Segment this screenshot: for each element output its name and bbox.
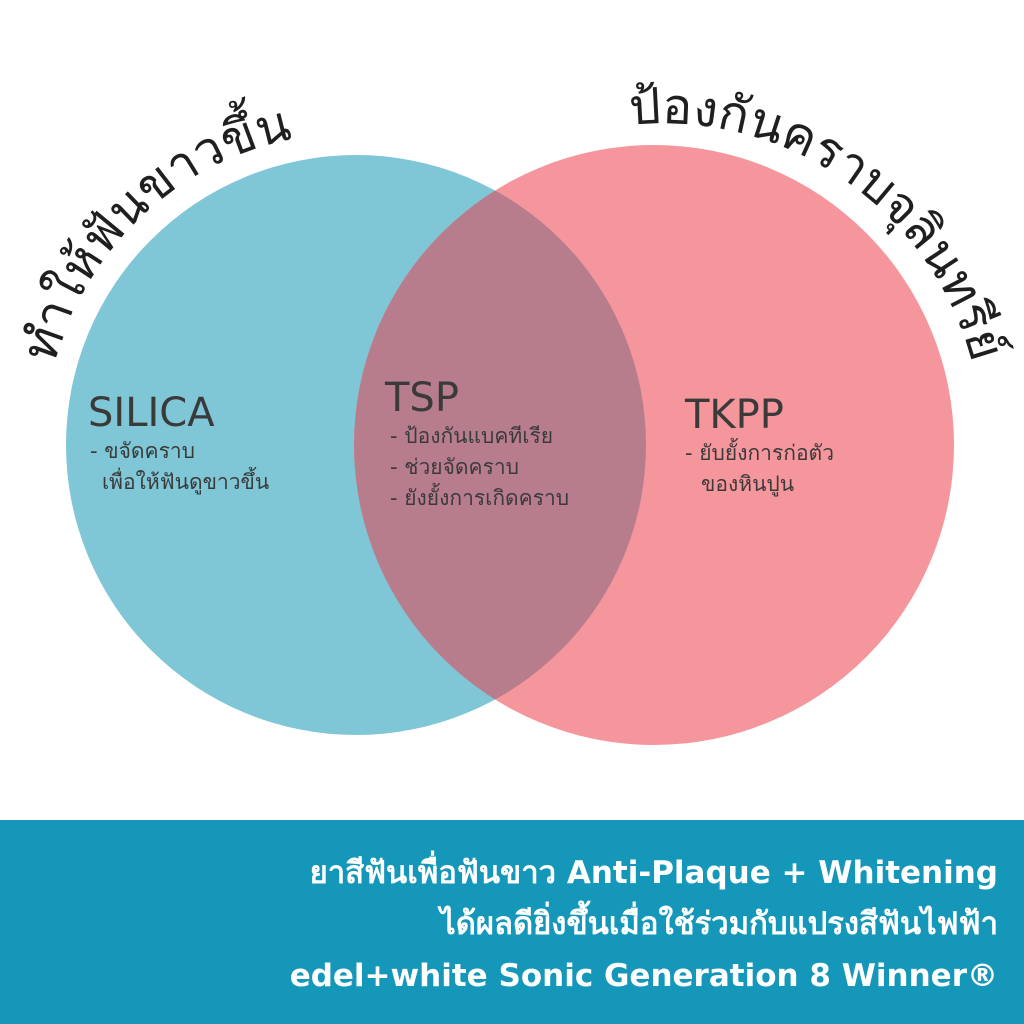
venn-diagram: ทำให้ฟันขาวขึ้น ป้องกันคราบจุลินทรีย์ bbox=[10, 77, 1017, 745]
tsp-block: TSP - ป้องกันแบคทีเรีย - ช่วยจัดคราบ - ย… bbox=[385, 375, 569, 514]
banner-line-3: edel+white Sonic Generation 8 Winner® bbox=[289, 958, 998, 994]
silica-title: SILICA bbox=[88, 390, 215, 436]
silica-line-1: - ขจัดคราบ bbox=[90, 439, 195, 463]
tsp-line-3: - ยังยั้งการเกิดคราบ bbox=[390, 486, 570, 510]
promo-banner: ยาสีฟันเพื่อฟันขาว Anti-Plaque + Whiteni… bbox=[0, 820, 1024, 1024]
tkpp-title: TKPP bbox=[685, 392, 784, 438]
tsp-line-1: - ป้องกันแบคทีเรีย bbox=[390, 424, 554, 448]
banner-line-2: ได้ผลดียิ่งขึ้นเมื่อใช้ร่วมกับแปรงสีฟันไ… bbox=[440, 906, 998, 942]
tkpp-block: TKPP - ยับยั้งการก่อตัว ของหินปูน bbox=[685, 392, 834, 500]
tsp-title: TSP bbox=[385, 375, 459, 421]
tkpp-line-2: ของหินปูน bbox=[701, 472, 795, 496]
silica-line-2: เพื่อให้ฟันดูขาวขึ้น bbox=[102, 470, 270, 494]
banner-line-1: ยาสีฟันเพื่อฟันขาว Anti-Plaque + Whiteni… bbox=[309, 855, 998, 891]
tsp-line-2: - ช่วยจัดคราบ bbox=[390, 455, 519, 479]
silica-block: SILICA - ขจัดคราบ เพื่อให้ฟันดูขาวขึ้น bbox=[88, 390, 269, 498]
tkpp-line-1: - ยับยั้งการก่อตัว bbox=[685, 441, 834, 465]
tsp-overlap bbox=[354, 155, 646, 735]
